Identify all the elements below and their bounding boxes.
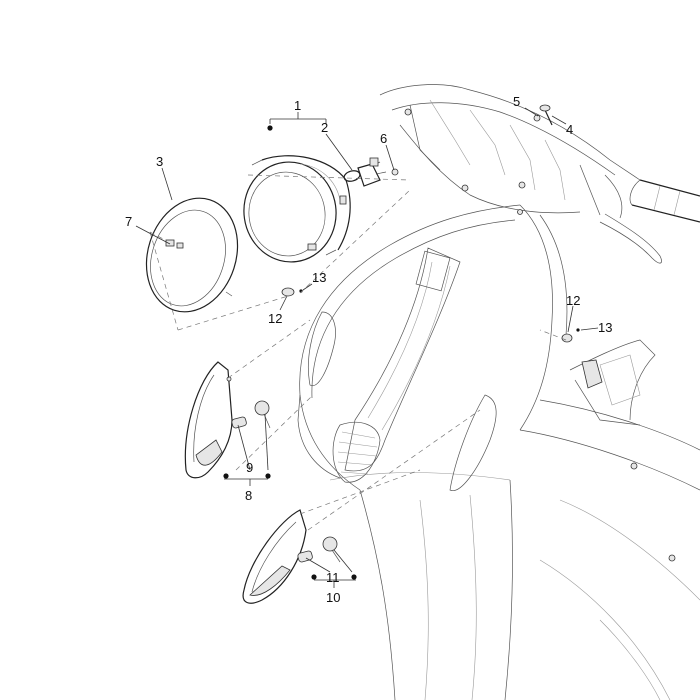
headlamp-bulb <box>343 157 387 187</box>
clip-12-right <box>561 328 580 343</box>
callout-3: 3 <box>156 154 163 169</box>
callout-12-left: 12 <box>268 311 282 326</box>
left-turn-indicator <box>184 361 271 479</box>
callout-2: 2 <box>321 120 328 135</box>
callout-13-left: 13 <box>312 270 326 285</box>
callout-10: 10 <box>326 590 340 605</box>
callout-8: 8 <box>245 488 252 503</box>
callout-11: 11 <box>326 570 340 585</box>
body-indicator-recesses <box>307 311 497 491</box>
callout-13-right: 13 <box>598 320 612 335</box>
screw-6 <box>391 168 399 176</box>
callout-1: 1 <box>294 98 301 113</box>
callout-labels: 1 2 3 4 5 6 7 8 9 10 11 12 12 13 13 <box>125 94 612 605</box>
right-body-bracket <box>569 339 676 562</box>
headlamp-unit <box>243 155 351 263</box>
clip-12-left <box>281 287 303 297</box>
callout-6: 6 <box>380 131 387 146</box>
right-turn-indicator <box>242 509 341 604</box>
callout-5: 5 <box>513 94 520 109</box>
horn-cover <box>332 247 461 483</box>
callout-leaders <box>135 107 599 588</box>
headlamp-rim <box>145 197 239 313</box>
callout-4: 4 <box>566 122 573 137</box>
scooter-front-shield <box>297 204 700 700</box>
callout-9: 9 <box>246 460 253 475</box>
assembly-guides <box>149 174 567 531</box>
callout-12-right: 12 <box>566 293 580 308</box>
callout-7: 7 <box>125 214 132 229</box>
handlebar-assembly <box>379 84 700 264</box>
